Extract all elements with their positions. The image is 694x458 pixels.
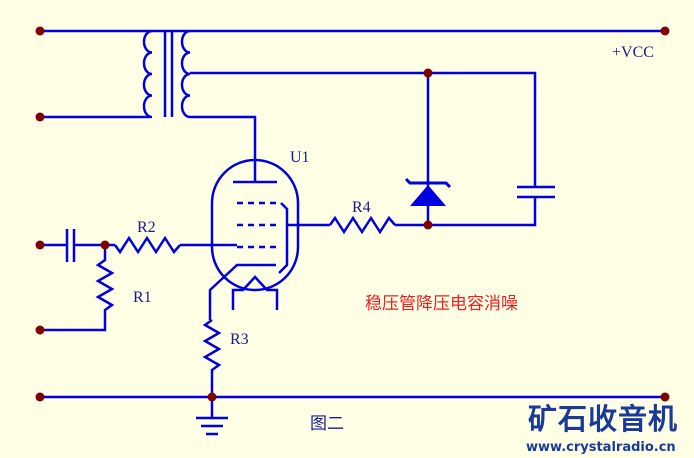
tube-envelope xyxy=(210,158,300,292)
label-r3: R3 xyxy=(230,331,249,348)
logo-title: 矿石收音机 xyxy=(528,402,679,436)
label-r4: R4 xyxy=(352,199,371,216)
node xyxy=(35,392,45,402)
capacitor-filter xyxy=(517,185,555,199)
resistor-r2 xyxy=(113,235,181,255)
tube-cathode xyxy=(208,263,276,320)
transformer-primary xyxy=(142,29,153,119)
wire-tap xyxy=(190,71,537,187)
node xyxy=(207,392,217,402)
tube-grids xyxy=(237,201,277,249)
node xyxy=(660,26,670,36)
annotation-text: 稳压管降压电容消噪 xyxy=(365,294,518,314)
node xyxy=(35,325,45,335)
node xyxy=(100,240,110,250)
ground-symbol xyxy=(196,397,228,436)
resistor-r4 xyxy=(328,215,396,235)
node xyxy=(35,26,45,36)
label-u1: U1 xyxy=(290,149,310,166)
node xyxy=(423,68,433,78)
node xyxy=(423,220,433,230)
wire-plate xyxy=(190,115,257,182)
zener-diode xyxy=(404,177,452,206)
tube-heater xyxy=(231,275,279,310)
label-vcc: +VCC xyxy=(612,44,654,61)
node xyxy=(660,392,670,402)
node xyxy=(35,240,45,250)
transformer-core xyxy=(163,31,174,117)
capacitor-input xyxy=(65,229,76,262)
label-r2: R2 xyxy=(137,219,156,236)
resistor-r3 xyxy=(202,318,222,397)
figure-caption: 图二 xyxy=(310,414,344,434)
logo-url: www.crystalradio.cn xyxy=(526,440,676,455)
label-r1: R1 xyxy=(133,289,152,306)
wire-cap-bottom xyxy=(395,197,537,227)
logo: 矿石收音机 www.crystalradio.cn xyxy=(526,396,679,455)
transformer-secondary xyxy=(180,29,191,119)
node xyxy=(35,112,45,122)
tube-screen-link xyxy=(278,202,289,274)
resistor-r1 xyxy=(40,245,115,332)
